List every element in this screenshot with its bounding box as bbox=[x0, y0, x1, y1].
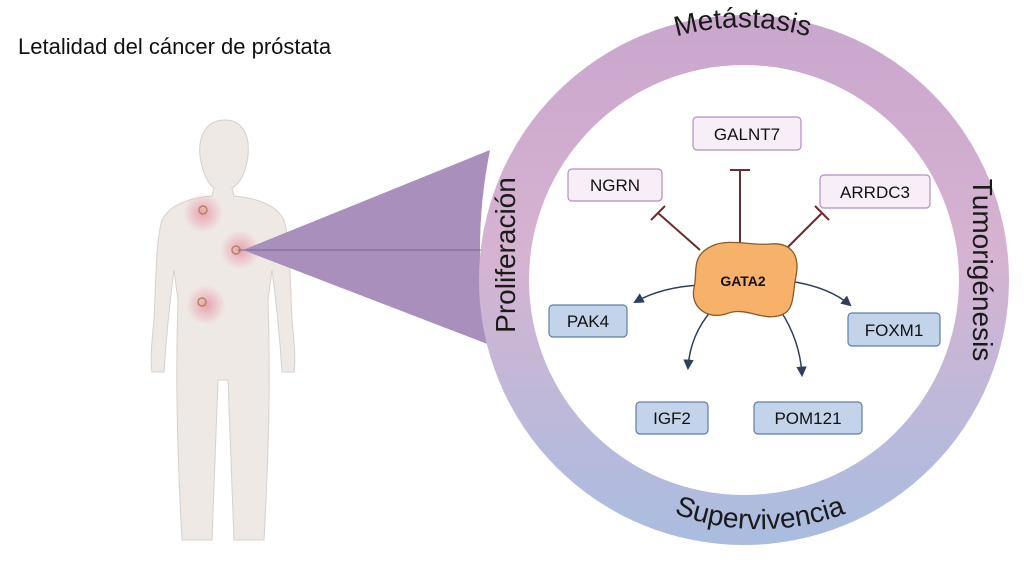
body-outline bbox=[150, 119, 296, 541]
svg-text:POM121: POM121 bbox=[774, 409, 841, 428]
human-body-silhouette bbox=[150, 119, 296, 541]
svg-text:GATA2: GATA2 bbox=[720, 273, 766, 289]
inhibit-line-ngrn bbox=[657, 212, 701, 251]
gene-box-galnt7: GALNT7 bbox=[692, 116, 802, 151]
gene-box-foxm1: FOXM1 bbox=[847, 312, 941, 347]
activate-arrow-pom121 bbox=[779, 309, 807, 378]
gata2-blob bbox=[692, 241, 798, 318]
zoom-cone bbox=[243, 150, 490, 345]
inhibit-bar-arrdc3 bbox=[814, 205, 830, 221]
svg-text:IGF2: IGF2 bbox=[653, 409, 691, 428]
gene-box-pom121: POM121 bbox=[753, 401, 863, 435]
inhibit-bar-ngrn bbox=[650, 205, 666, 221]
gata2-node: GATA2 bbox=[692, 241, 798, 318]
ring-label-right: Tumorigénesis bbox=[967, 179, 998, 362]
lesion-shoulder-core bbox=[198, 205, 208, 215]
svg-text:PAK4: PAK4 bbox=[567, 312, 609, 331]
svg-text:GALNT7: GALNT7 bbox=[714, 125, 780, 144]
gene-box-pak4: PAK4 bbox=[548, 304, 628, 338]
gene-box-igf2: IGF2 bbox=[635, 401, 709, 435]
lesion-shoulder bbox=[183, 193, 223, 233]
lesion-abdomen bbox=[186, 285, 226, 325]
gene-box-arrdc3: ARRDC3 bbox=[819, 174, 931, 209]
svg-text:ARRDC3: ARRDC3 bbox=[840, 183, 910, 202]
lesion-abdomen-core bbox=[197, 297, 207, 307]
gene-box-ngrn: NGRN bbox=[567, 168, 663, 202]
inhibit-line-arrdc3 bbox=[784, 212, 823, 251]
activate-arrow-foxm1 bbox=[794, 281, 852, 307]
svg-text:FOXM1: FOXM1 bbox=[865, 321, 924, 340]
activate-arrow-pak4 bbox=[633, 284, 701, 304]
figure-title: Letalidad del cáncer de próstata bbox=[18, 34, 332, 59]
svg-text:NGRN: NGRN bbox=[590, 176, 640, 195]
inhibition-links bbox=[650, 169, 830, 253]
ring-label-left: Proliferación bbox=[490, 177, 521, 333]
